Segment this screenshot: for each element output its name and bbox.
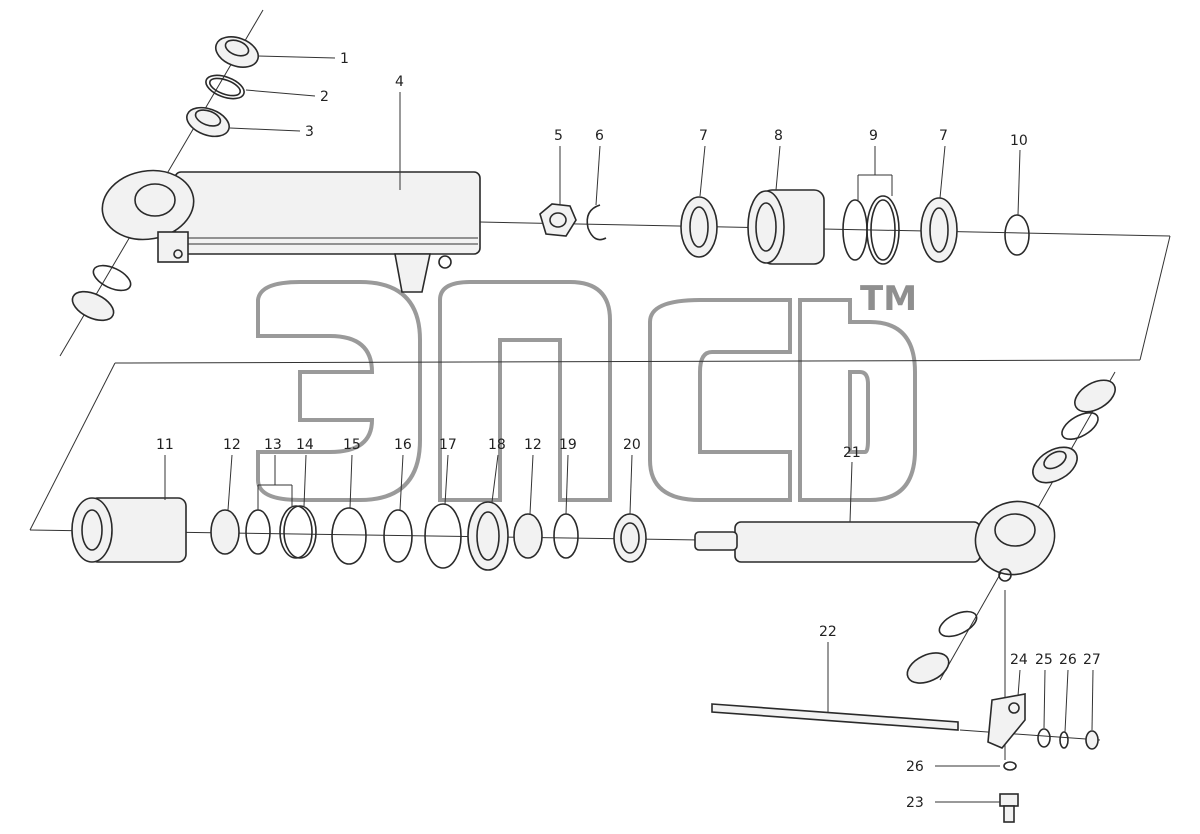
- callout-7a: 7: [699, 128, 708, 144]
- callout-20: 20: [623, 437, 641, 453]
- callout-25: 25: [1035, 652, 1053, 668]
- callout-19: 19: [559, 437, 577, 453]
- callout-5: 5: [554, 128, 563, 144]
- part-7-ring-right: [920, 197, 958, 263]
- part-6-retaining-ring: [586, 204, 607, 241]
- part-24-bracket: [987, 693, 1026, 749]
- callout-13: 13: [264, 437, 282, 453]
- callout-26b: 26: [906, 759, 924, 775]
- trademark-mark: TM: [860, 279, 917, 319]
- part-10-o-ring: [1004, 214, 1030, 256]
- callout-4: 4: [395, 74, 404, 90]
- callout-24: 24: [1010, 652, 1028, 668]
- lower-left-rings: [71, 264, 132, 322]
- callout-6: 6: [595, 128, 604, 144]
- rod-end-rings-lower: [906, 610, 978, 684]
- part-22-tube: [711, 703, 959, 731]
- callout-3: 3: [305, 124, 314, 140]
- part-4-cylinder-body: [101, 169, 481, 293]
- callout-8: 8: [774, 128, 783, 144]
- callout-11: 11: [156, 437, 174, 453]
- callout-15: 15: [343, 437, 361, 453]
- rod-end-rings-upper: [1032, 379, 1116, 484]
- parts-12-to-20-rings: [210, 501, 647, 571]
- callout-2: 2: [320, 89, 329, 105]
- callout-10: 10: [1010, 133, 1028, 149]
- callout-labels: 1 2 3 4 5 6 7 8 9 7 10 11 12 13 14 15 16…: [156, 51, 1101, 811]
- part-5-nut: [539, 203, 577, 237]
- part-2-ring: [205, 74, 245, 100]
- part-11-piston: [71, 497, 187, 563]
- part-26-small-ring: [1003, 761, 1017, 771]
- part-9-seals: [842, 195, 900, 265]
- watermark-logo: TM: [256, 279, 917, 502]
- part-7-ring-left: [680, 196, 718, 258]
- callout-7b: 7: [939, 128, 948, 144]
- part-8-gland: [747, 189, 825, 265]
- callout-9: 9: [869, 128, 878, 144]
- callout-22: 22: [819, 624, 837, 640]
- parts-25-27-washers: [1037, 728, 1099, 750]
- part-1-nut: [214, 36, 260, 68]
- callout-18: 18: [488, 437, 506, 453]
- callout-12b: 12: [524, 437, 542, 453]
- callout-1: 1: [340, 51, 349, 67]
- part-21-piston-rod: [694, 500, 1056, 582]
- callout-21: 21: [843, 445, 861, 461]
- part-23-bolt: [999, 793, 1019, 823]
- callout-12a: 12: [223, 437, 241, 453]
- part-3-bushing: [186, 106, 230, 138]
- callout-16: 16: [394, 437, 412, 453]
- callout-14: 14: [296, 437, 314, 453]
- leader-lines: [164, 55, 1094, 803]
- callout-23: 23: [906, 795, 924, 811]
- callout-27: 27: [1083, 652, 1101, 668]
- callout-26a: 26: [1059, 652, 1077, 668]
- callout-17: 17: [439, 437, 457, 453]
